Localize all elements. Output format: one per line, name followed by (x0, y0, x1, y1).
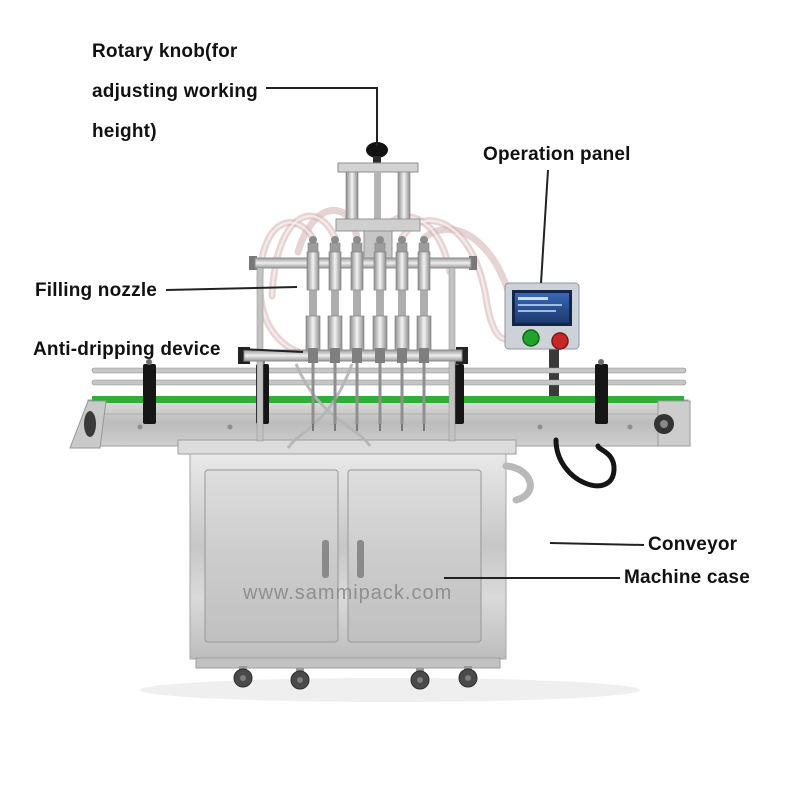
leader-rotary-knob (266, 87, 378, 146)
leader-lines (165, 87, 645, 579)
start-button (522, 329, 540, 347)
watermark: www.sammipack.com (243, 582, 453, 604)
leader-filling-nozzle (165, 286, 298, 291)
right-door-handle (357, 540, 364, 578)
operation-panel (504, 282, 580, 350)
leader-conveyor (549, 542, 645, 546)
casters (233, 666, 478, 690)
label-anti-dripping: Anti-dripping device (33, 339, 221, 360)
left-door (204, 469, 339, 643)
label-conveyor: Conveyor (648, 534, 738, 555)
leader-anti-dripping (239, 348, 304, 353)
right-door (347, 469, 482, 643)
label-machine-case: Machine case (624, 567, 750, 588)
anti-dripping-device (238, 347, 468, 364)
label-filling-nozzle: Filling nozzle (35, 280, 158, 301)
label-rotary-knob: Rotary knob(for adjusting working height… (92, 41, 258, 142)
rotary-knob (366, 142, 388, 158)
conveyor (69, 359, 691, 449)
label-operation-panel: Operation panel (483, 144, 631, 165)
stop-button (551, 332, 569, 350)
floor-shadow (140, 678, 640, 702)
conveyor-belt-edge (92, 396, 684, 403)
hanging-tubes (286, 363, 372, 449)
drain-hose (502, 462, 534, 504)
leader-operation-panel (540, 169, 549, 284)
power-cable (553, 437, 617, 489)
table-top (177, 439, 517, 455)
left-door-handle (322, 540, 329, 578)
machine-case (177, 439, 534, 690)
